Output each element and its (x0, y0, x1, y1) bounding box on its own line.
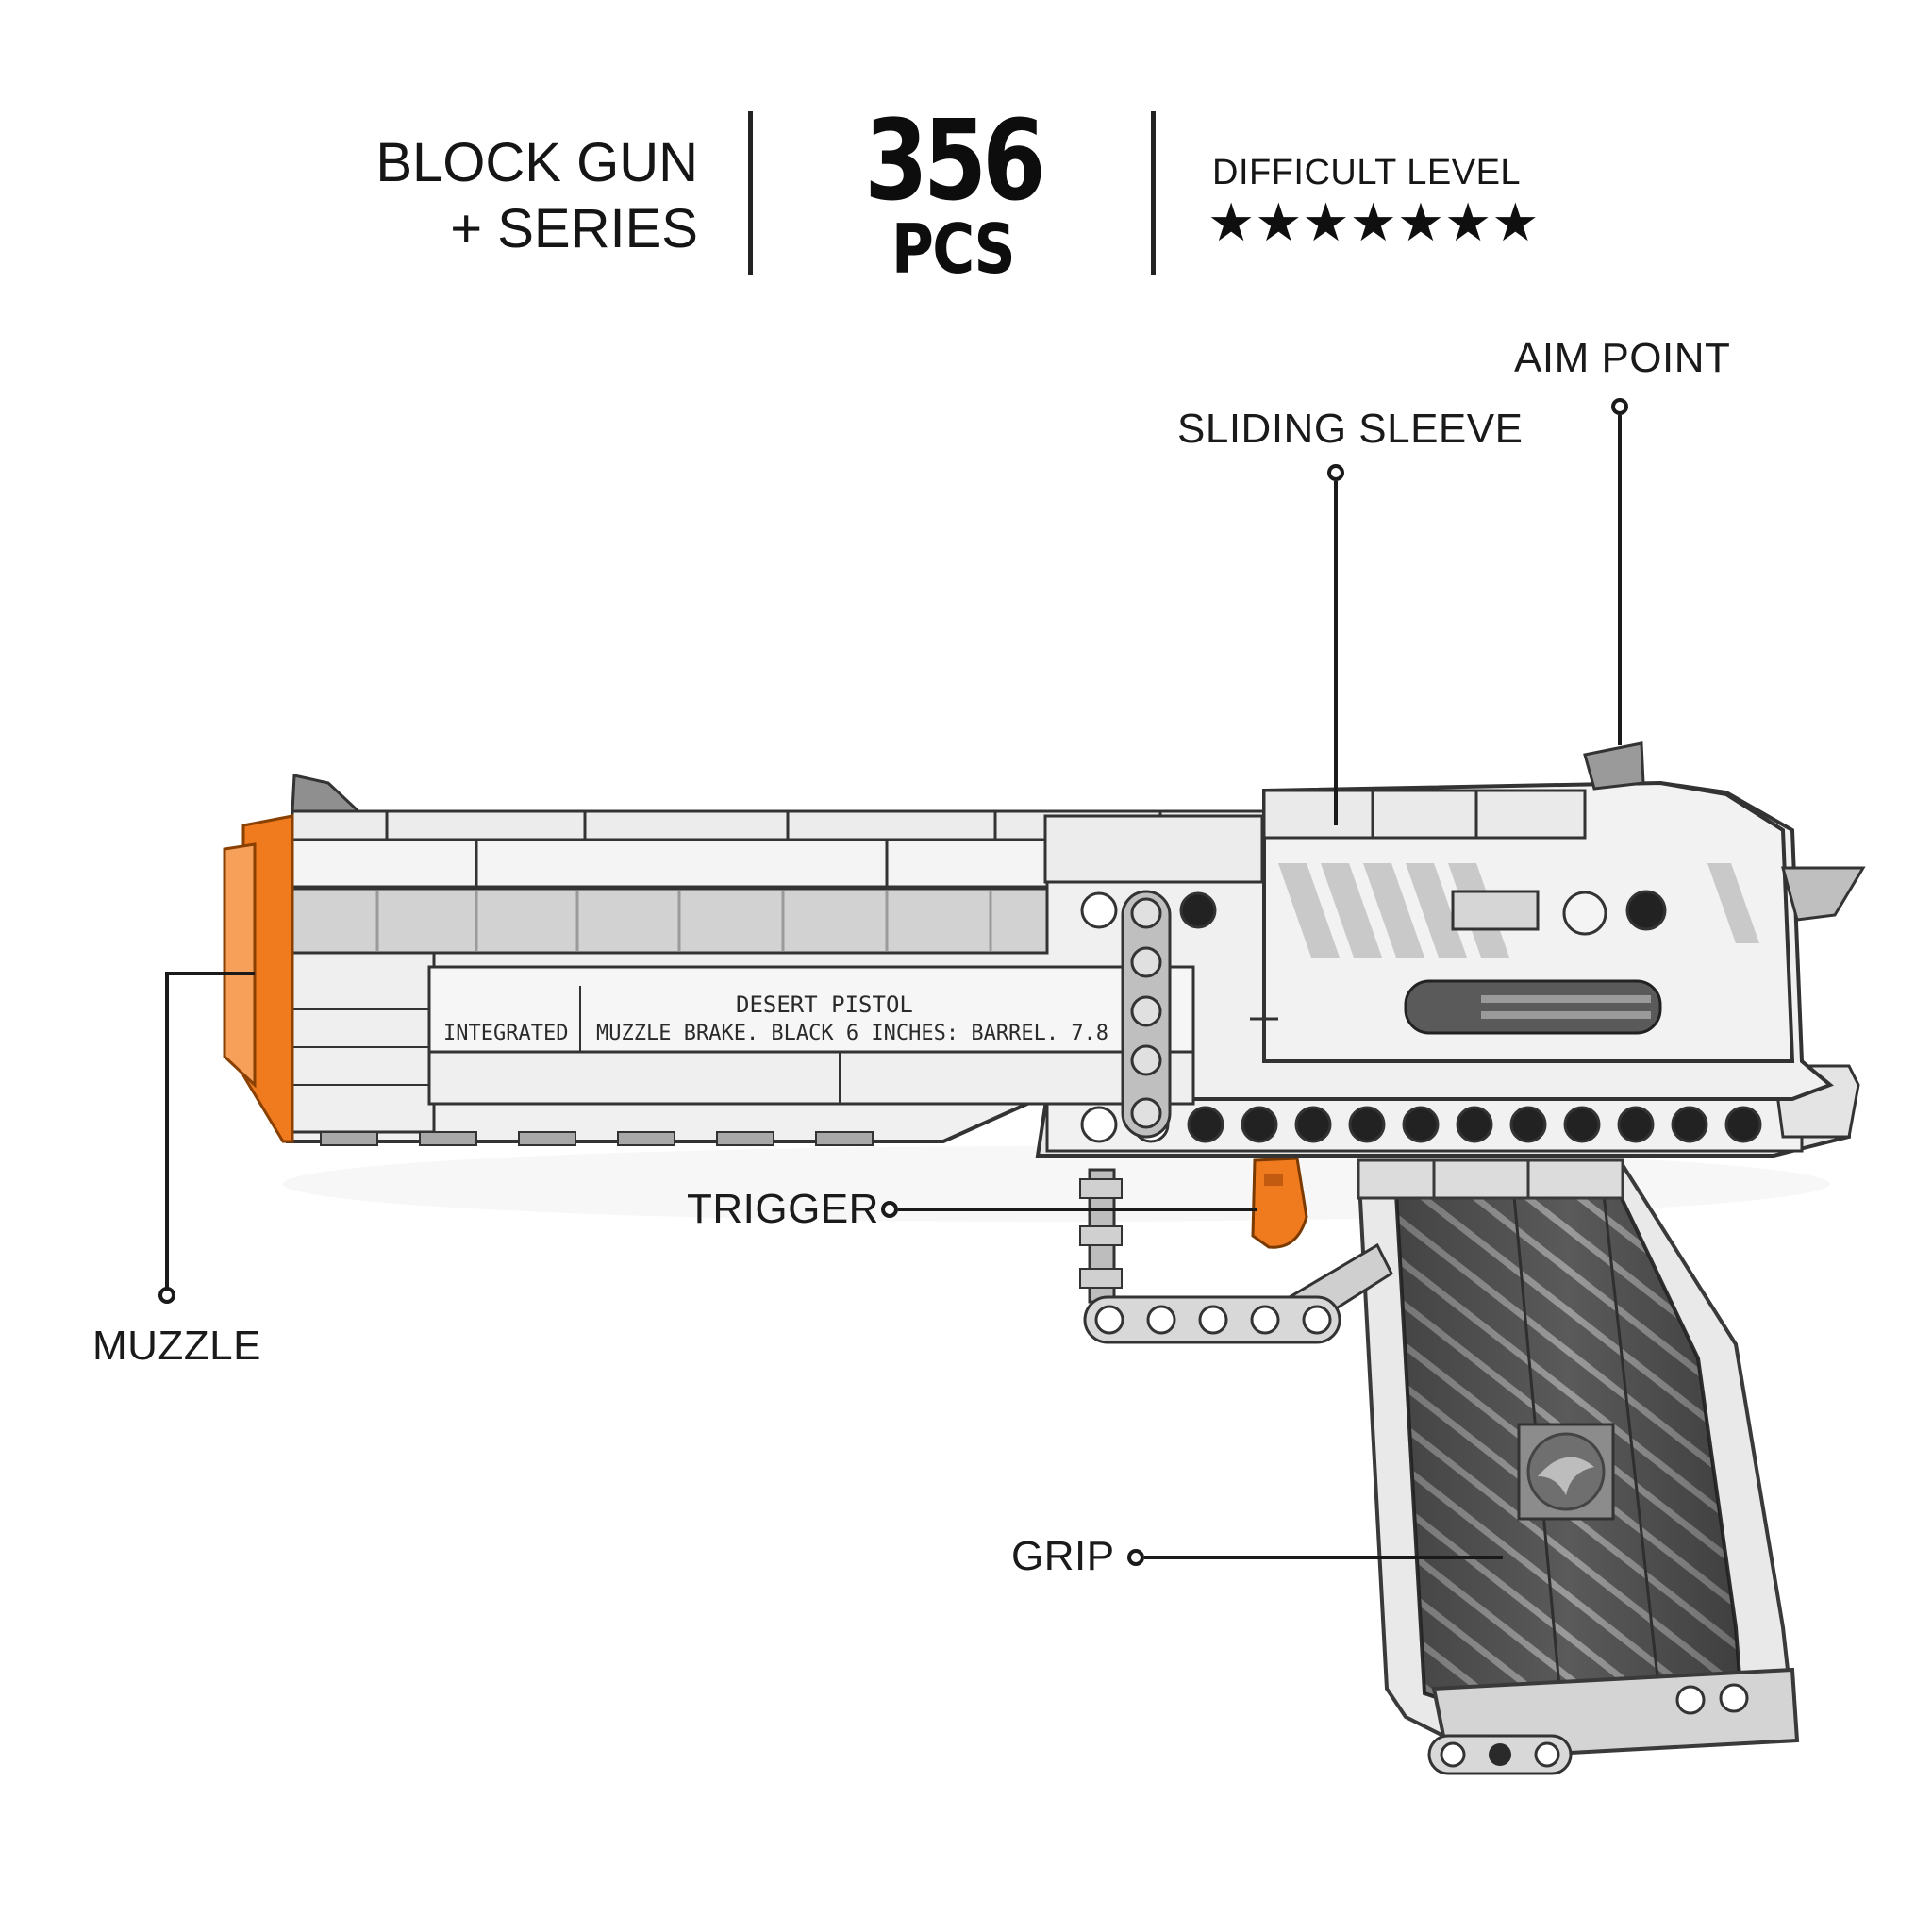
grip-assembly (1356, 1158, 1800, 1775)
gun-slide (280, 741, 1866, 1146)
inscription-cell-integrated: INTEGRATED (443, 1022, 569, 1045)
callout-grip: GRIP (1011, 1533, 1115, 1579)
inscription-model-line: DESERT PISTOL (736, 991, 913, 1018)
callout-muzzle: MUZZLE (92, 1323, 261, 1369)
callout-sliding-sleeve: SLIDING SLEEVE (1177, 406, 1524, 452)
callout-grip-leader (1144, 1556, 1503, 1559)
callout-muzzle-leader-v (165, 972, 169, 1288)
trigger-guard (1079, 1168, 1393, 1344)
pin-plus-icon (1562, 891, 1607, 936)
inscription-cell-details: MUZZLE BRAKE. BLACK 6 INCHES: BARREL. 7.… (596, 1022, 1109, 1045)
series-title: BLOCK GUN + SERIES (283, 130, 698, 262)
callout-aim-point-leader (1618, 415, 1622, 745)
callout-grip-node (1127, 1549, 1144, 1566)
callout-trigger-node (881, 1201, 898, 1218)
callout-trigger: TRIGGER (687, 1186, 879, 1232)
callout-sliding-sleeve-node (1327, 464, 1344, 481)
ejection-port (1404, 979, 1662, 1035)
difficulty-stars: ★★★★★★★ (1208, 192, 1540, 252)
series-title-line-2: + SERIES (450, 198, 698, 259)
callout-sliding-sleeve-leader (1334, 481, 1338, 825)
muzzle-piece (223, 814, 294, 1143)
header-divider-left (748, 111, 753, 275)
piece-count-block: 356 PCS (783, 95, 1123, 289)
difficulty-label: DIFFICULT LEVEL (1212, 153, 1522, 192)
callout-trigger-leader (898, 1208, 1257, 1211)
callout-muzzle-node (158, 1287, 175, 1304)
trigger-piece (1251, 1157, 1308, 1249)
piece-count: 356 (864, 95, 1045, 225)
stud-plus-icon (1250, 1005, 1278, 1033)
callout-muzzle-leader-h (165, 972, 255, 975)
callout-aim-point-node (1611, 398, 1628, 415)
callout-aim-point: AIM POINT (1514, 335, 1731, 381)
header-divider-right (1151, 111, 1156, 275)
series-title-line-1: BLOCK GUN (375, 132, 698, 193)
piece-unit: PCS (891, 209, 1016, 289)
